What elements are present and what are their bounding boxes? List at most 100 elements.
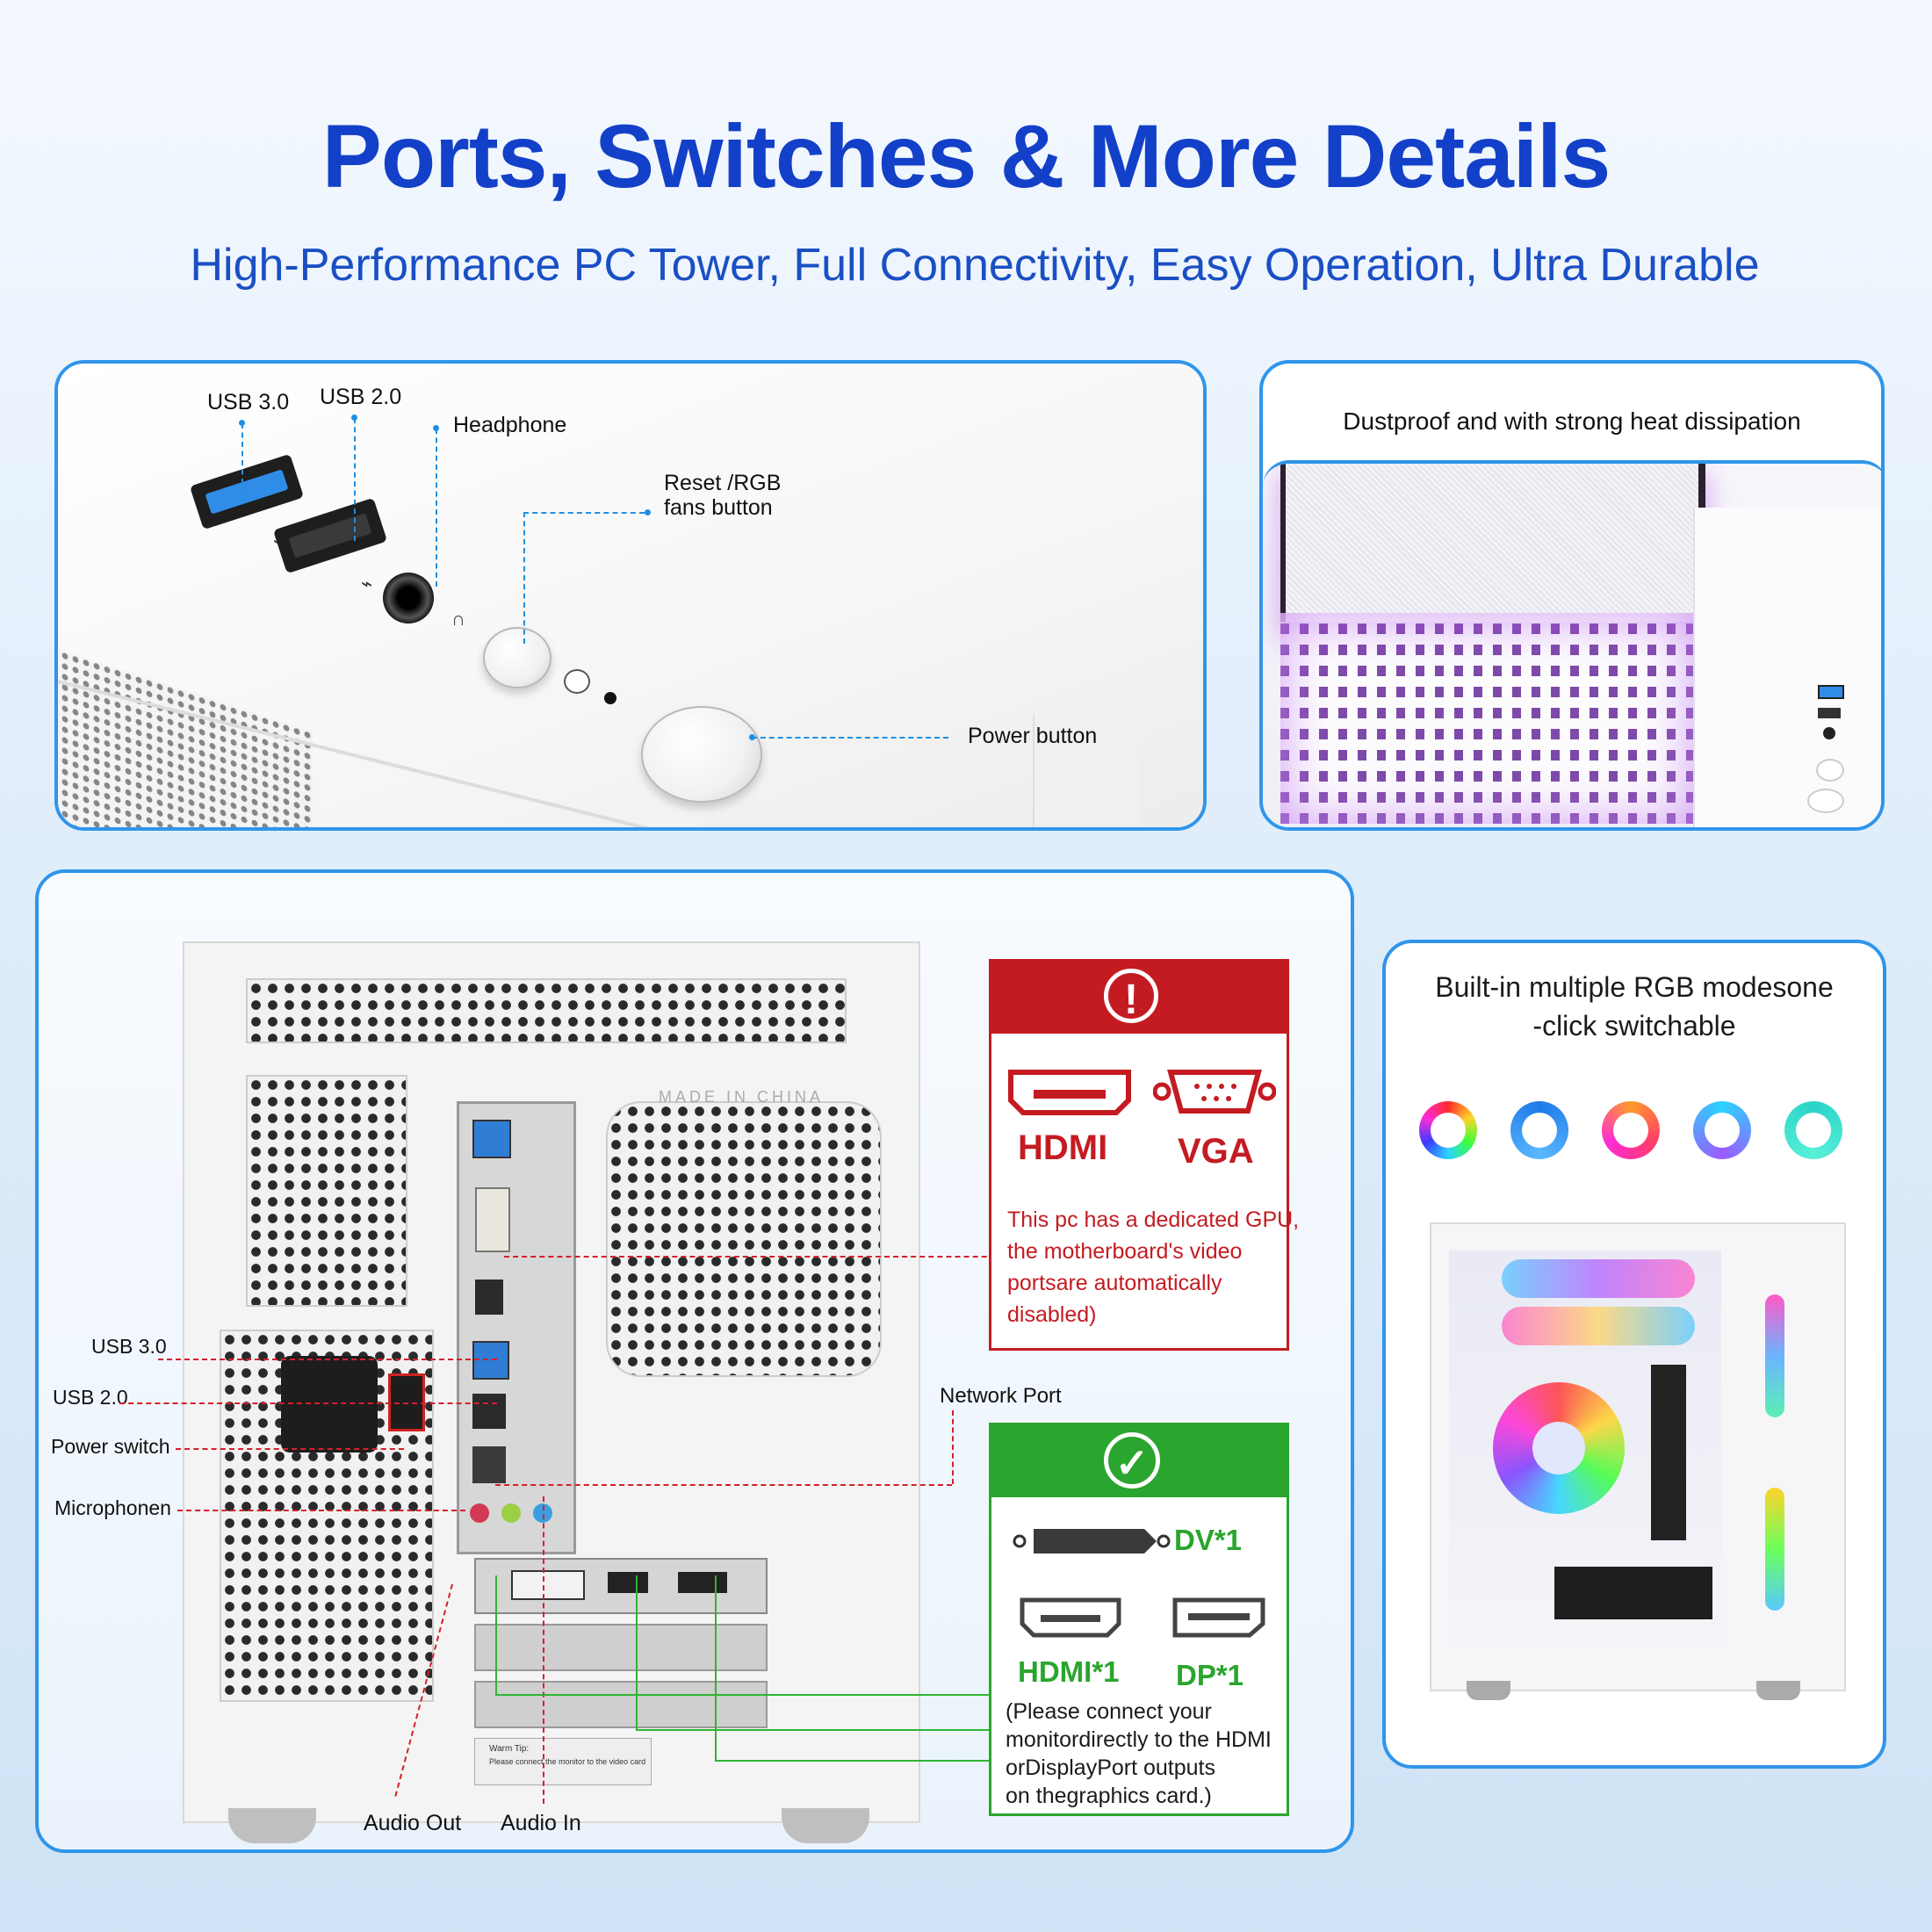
io-lan xyxy=(472,1446,506,1483)
io-vga xyxy=(475,1187,510,1252)
top-vent-strip xyxy=(246,978,847,1043)
hdmi-ok-label: HDMI*1 xyxy=(1018,1655,1120,1688)
dv-label: DV*1 xyxy=(1174,1524,1243,1556)
headphone-dot xyxy=(433,425,439,431)
rgb-case-foot-left xyxy=(1467,1681,1510,1700)
rgb-panel: Built-in multiple RGB modesone -click sw… xyxy=(1382,940,1886,1769)
warning-text-3: portsare automatically xyxy=(1007,1271,1222,1295)
front-rgb-strip-2 xyxy=(1765,1488,1784,1611)
front-rgb-strip-1 xyxy=(1765,1294,1784,1417)
tip-line2: Please connect the monitor to the video … xyxy=(489,1757,646,1766)
usb-symbol-icon: ⌁ xyxy=(361,573,373,595)
exclamation-icon: ! xyxy=(1104,969,1158,1023)
warning-text-2: the motherboard's video xyxy=(1007,1239,1243,1264)
front-io-panel: ⌁ ⌁ ∩ USB 3.0 USB 2.0 Headphone Reset /R… xyxy=(54,360,1207,831)
rgb-case-photo xyxy=(1430,1222,1846,1700)
top-fan-1 xyxy=(1502,1259,1695,1298)
ok-header: ✓ xyxy=(991,1425,1287,1497)
mini-power xyxy=(1807,789,1844,813)
reset-label-line2: fans button xyxy=(664,495,773,520)
rear-io-panel: MADE IN CHINA Warm Tip: Please connect xyxy=(35,869,1354,1853)
checkmark-icon: ✓ xyxy=(1104,1432,1160,1489)
rgb-caption-line1: Built-in multiple RGB modesone xyxy=(1435,971,1834,1003)
hdmi-warning-label: HDMI xyxy=(1018,1128,1108,1167)
mini-button xyxy=(1816,759,1844,782)
hdd-led xyxy=(604,692,616,704)
reset-dot xyxy=(645,509,651,515)
cpu-cooler-fan xyxy=(1493,1382,1625,1514)
headphone-jack xyxy=(383,573,434,624)
led-indicator xyxy=(564,669,590,694)
ok-text-2: monitordirectly to the HDMI xyxy=(1006,1727,1272,1752)
usb2-label: USB 2.0 xyxy=(320,385,402,409)
gpu-card xyxy=(1554,1567,1712,1619)
rgb-caption-line2: -click switchable xyxy=(1532,1010,1736,1042)
ok-text-4: on thegraphics card.) xyxy=(1006,1784,1212,1808)
gpu-dp xyxy=(678,1572,727,1593)
hdmi-ok-icon xyxy=(1020,1597,1121,1638)
mini-jack xyxy=(1823,727,1835,739)
page-title: Ports, Switches & More Details xyxy=(321,106,1611,206)
tip-line1: Warm Tip: xyxy=(489,1744,530,1754)
io-stamp: MADE IN CHINA xyxy=(659,1088,825,1106)
warning-box: ! HDMI VGA This pc has a dedicated GPU, … xyxy=(989,959,1299,1351)
microphone-label: Microphonen xyxy=(54,1496,171,1519)
dust-caption: Dustproof and with strong heat dissipati… xyxy=(1343,407,1801,435)
chassis-side xyxy=(1033,715,1140,827)
case-rear: MADE IN CHINA Warm Tip: Please connect xyxy=(183,941,920,1843)
headphone-icon: ∩ xyxy=(451,608,465,630)
power-switch-label: Power switch xyxy=(51,1435,170,1458)
expansion-slot-1 xyxy=(474,1624,768,1671)
ram-sticks xyxy=(1651,1365,1686,1540)
ok-box: ✓ DV*1 HDMI*1 DP*1 (Please connect your … xyxy=(989,1423,1289,1816)
dp-ok-icon xyxy=(1172,1597,1265,1638)
warning-header: ! xyxy=(991,962,1287,1034)
rgb-mode-teal-icon[interactable] xyxy=(1784,1101,1842,1159)
io-shield xyxy=(457,1101,576,1554)
dp-ok-label: DP*1 xyxy=(1176,1659,1244,1691)
case-foot-right xyxy=(782,1808,869,1843)
gpu-hdmi xyxy=(608,1572,648,1593)
vga-warning-label: VGA xyxy=(1178,1132,1254,1171)
gpu-bracket xyxy=(474,1558,768,1614)
rear-fan-mesh-left xyxy=(246,1075,407,1307)
psu-power-socket xyxy=(281,1356,378,1453)
usb2-dot xyxy=(351,415,357,421)
usb3-dot xyxy=(239,420,245,426)
power-button[interactable] xyxy=(641,706,762,803)
io-usb3 xyxy=(472,1341,509,1380)
io-hdmi xyxy=(475,1280,503,1315)
power-label: Power button xyxy=(968,724,1098,748)
gpu-dvi xyxy=(511,1570,585,1600)
usb3-label: USB 3.0 xyxy=(207,390,290,415)
mini-usb3 xyxy=(1818,685,1844,699)
io-usb2 xyxy=(472,1394,506,1429)
rgb-case-foot-right xyxy=(1756,1681,1800,1700)
page-subtitle: High-Performance PC Tower, Full Connecti… xyxy=(190,240,1760,291)
ok-text-3: orDisplayPort outputs xyxy=(1006,1755,1216,1780)
warm-tip-sticker: Warm Tip: Please connect the monitor to … xyxy=(474,1738,652,1785)
audio-out-label: Audio Out xyxy=(364,1811,462,1835)
audio-in-label: Audio In xyxy=(501,1811,581,1835)
rgb-mode-blue-icon[interactable] xyxy=(1510,1101,1568,1159)
io-mic-jack xyxy=(470,1503,489,1523)
case-top-right xyxy=(1693,508,1881,827)
rear-usb3-label: USB 3.0 xyxy=(91,1335,167,1358)
vga-warning-icon xyxy=(1153,1070,1276,1114)
rgb-mode-cool-icon[interactable] xyxy=(1693,1101,1751,1159)
case-foot-left xyxy=(228,1808,316,1843)
rgb-mode-rainbow-icon[interactable] xyxy=(1419,1101,1477,1159)
network-port-label: Network Port xyxy=(940,1384,1062,1408)
hdmi-warning-icon xyxy=(1008,1070,1131,1115)
top-vents xyxy=(1280,613,1693,824)
dvi-icon xyxy=(1013,1529,1171,1554)
ok-text-1: (Please connect your xyxy=(1006,1699,1212,1724)
warning-text-4: disabled) xyxy=(1007,1302,1097,1327)
io-usb-top xyxy=(472,1120,511,1158)
warning-text-1: This pc has a dedicated GPU, xyxy=(1007,1208,1300,1232)
headphone-label: Headphone xyxy=(453,413,567,437)
power-dot xyxy=(749,734,755,740)
reset-rgb-button[interactable] xyxy=(483,627,551,688)
io-line-out-jack xyxy=(501,1503,521,1523)
rgb-mode-warm-icon[interactable] xyxy=(1602,1101,1660,1159)
